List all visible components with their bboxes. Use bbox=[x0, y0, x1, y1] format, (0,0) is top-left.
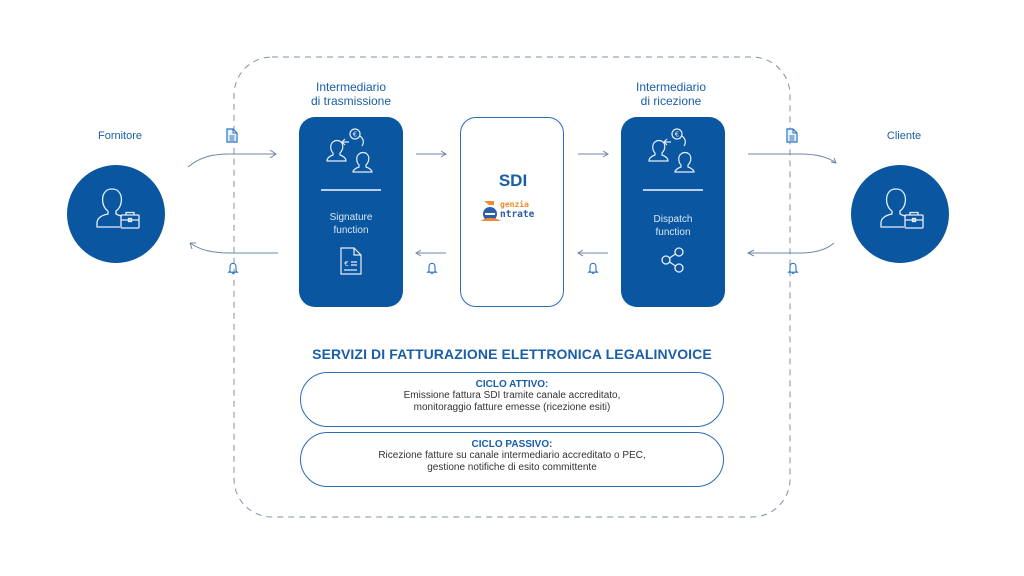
active-cycle-box: CICLO ATTIVO: Emissione fattura SDI tram… bbox=[300, 372, 724, 427]
function-line1: Signature bbox=[329, 212, 373, 223]
businessman-icon bbox=[880, 188, 924, 229]
passive-cycle-box: CICLO PASSIVO: Ricezione fatture su cana… bbox=[300, 432, 724, 487]
svg-text:€: € bbox=[675, 131, 679, 139]
invoice-document-icon bbox=[226, 128, 238, 143]
bell-icon bbox=[587, 262, 599, 274]
function-line2: function bbox=[655, 227, 691, 238]
agenzia-entrate-emblem-icon bbox=[481, 201, 501, 221]
card-divider bbox=[643, 189, 703, 191]
bell-icon bbox=[426, 262, 438, 274]
active-cycle-title: CICLO ATTIVO: bbox=[475, 379, 549, 390]
reception-title-line2: di ricezione bbox=[640, 94, 702, 108]
users-exchange-euro-icon: € bbox=[326, 128, 373, 173]
reception-intermediary-card[interactable]: € Dispatch function bbox=[621, 117, 725, 307]
signature-function-label: Signature function bbox=[299, 211, 403, 237]
passive-cycle-line2: gestione notifiche di esito committente bbox=[427, 462, 597, 473]
supplier-node[interactable] bbox=[67, 165, 165, 263]
client-label: Cliente bbox=[886, 130, 922, 142]
arrow-reception-to-client bbox=[748, 153, 837, 164]
passive-cycle-line1: Ricezione fatture su canale intermediari… bbox=[378, 450, 646, 461]
users-exchange-euro-icon: € bbox=[648, 128, 695, 173]
card-divider bbox=[321, 189, 381, 191]
logo-text-line2: ntrate bbox=[500, 209, 535, 220]
supplier-label: Fornitore bbox=[97, 130, 143, 142]
agenzia-entrate-logo: genzia ntrate bbox=[481, 200, 551, 226]
arrow-supplier-to-transmission bbox=[187, 153, 276, 168]
active-cycle-line1: Emissione fattura SDI tramite canale acc… bbox=[403, 390, 621, 401]
passive-cycle-title: CICLO PASSIVO: bbox=[471, 439, 553, 450]
active-cycle-line2: monitoraggio fatture emesse (ricezione e… bbox=[413, 402, 611, 413]
businessman-icon bbox=[96, 188, 140, 229]
transmission-title-line1: Intermediario bbox=[315, 80, 387, 94]
dispatch-function-label: Dispatch function bbox=[621, 213, 725, 239]
transmission-intermediary-title: Intermediario di trasmissione bbox=[292, 80, 410, 108]
sdi-title: SDI bbox=[498, 171, 528, 190]
arrow-client-to-reception bbox=[748, 242, 835, 254]
sdi-card[interactable]: SDI genzia ntrate bbox=[460, 117, 564, 307]
invoice-euro-icon: € bbox=[340, 247, 362, 275]
transmission-title-line2: di trasmissione bbox=[310, 94, 392, 108]
share-icon bbox=[661, 247, 684, 273]
reception-intermediary-title: Intermediario di ricezione bbox=[612, 80, 730, 108]
bell-icon bbox=[787, 262, 799, 274]
transmission-intermediary-card[interactable]: € Signature function € bbox=[299, 117, 403, 307]
svg-text:€: € bbox=[353, 131, 357, 139]
services-title: SERVIZI DI FATTURAZIONE ELETTRONICA LEGA… bbox=[312, 346, 712, 362]
function-line1: Dispatch bbox=[653, 214, 693, 225]
client-node[interactable] bbox=[851, 165, 949, 263]
logo-text-line1: genzia bbox=[500, 200, 529, 209]
reception-title-line1: Intermediario bbox=[635, 80, 707, 94]
bell-icon bbox=[227, 262, 239, 274]
arrow-transmission-to-supplier bbox=[189, 242, 278, 254]
svg-text:€: € bbox=[344, 260, 348, 268]
function-line2: function bbox=[333, 225, 369, 236]
invoice-document-icon bbox=[786, 128, 798, 143]
